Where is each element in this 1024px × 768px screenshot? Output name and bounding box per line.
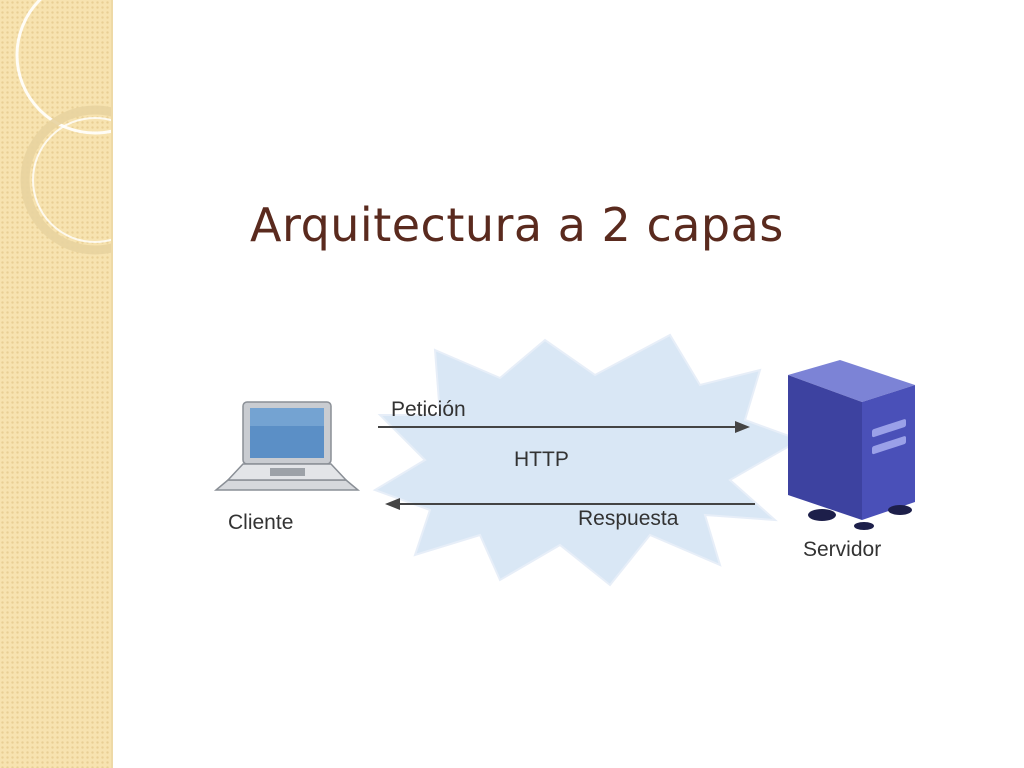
response-label: Respuesta — [578, 507, 679, 530]
slide-title: Arquitectura a 2 capas — [250, 198, 784, 252]
response-arrow — [385, 498, 755, 510]
protocol-label: HTTP — [514, 448, 569, 471]
decorative-circles — [15, 0, 113, 255]
request-label: Petición — [391, 398, 466, 421]
laptop-icon — [213, 401, 361, 491]
client-label: Cliente — [228, 511, 294, 534]
decorative-side-strip — [0, 0, 113, 768]
server-icon — [788, 360, 915, 530]
network-cloud-icon — [372, 333, 803, 587]
server-label: Servidor — [803, 538, 882, 561]
client-server-diagram: Petición HTTP Respuesta Cliente Servidor — [200, 330, 940, 600]
request-arrow — [378, 421, 750, 433]
